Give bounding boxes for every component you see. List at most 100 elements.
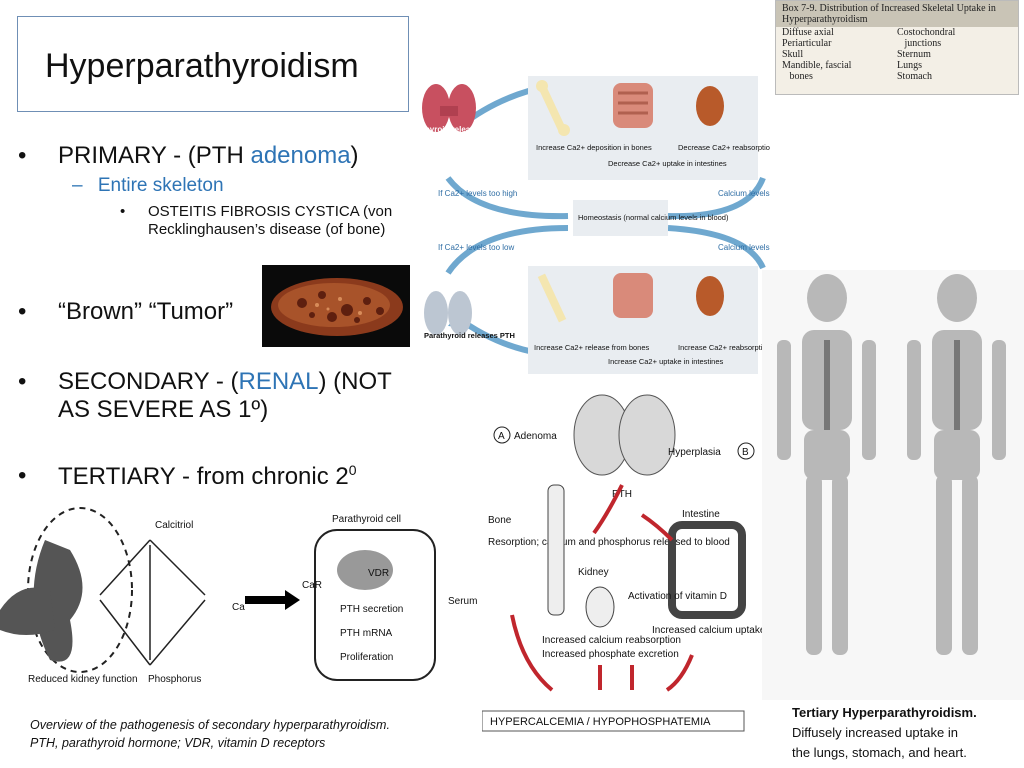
box-cell: Costochondral (897, 27, 956, 38)
activation-label: Activation of vitamin D (628, 591, 727, 602)
right-bottom-curve (667, 225, 766, 270)
serum-pth-label: Serum PTH (448, 596, 480, 607)
thyroid-icon (422, 84, 476, 132)
red-arrows (510, 484, 694, 692)
box-cell: Skull (782, 49, 804, 60)
pth-mrna-label: PTH mRNA (340, 628, 393, 639)
femur-icon (547, 484, 565, 616)
ca-label: Ca (232, 602, 245, 613)
bone-icon (537, 273, 567, 323)
box-cell: bones (782, 71, 813, 82)
label-a: A (498, 431, 505, 442)
if-low-label: If Ca2+ levels too low (438, 243, 514, 252)
thyroid-label: Thyroid releases CALCITONIN (420, 125, 535, 134)
box-row: Skull Sternum (776, 49, 1018, 60)
result-label: HYPERCALCEMIA / HYPOPHOSPHATEMIA (490, 716, 711, 728)
tertiary-caption-title: Tertiary Hyperparathyroidism. (792, 705, 977, 720)
parathyroid-label: Parathyroid releases PTH (424, 331, 515, 340)
box-row: bones Stomach (776, 71, 1018, 82)
pth-mechanism-diagram: A Adenoma PTH Hyperplasia B Bone Resorpt… (482, 385, 762, 735)
primary-close: ) (350, 142, 359, 169)
kidney-label: Kidney (578, 567, 609, 578)
tertiary-label: TERTIARY - from chronic 2 (58, 463, 349, 490)
dec-reab-label: Decrease Ca2+ reabsorption from urine (678, 143, 770, 152)
calcitriol-label: Calcitriol (155, 520, 193, 531)
secondary-text: SECONDARY - (RENAL) (NOT AS SEVERE AS 1º… (58, 368, 408, 424)
dash-marker: – (72, 175, 83, 196)
slide-title: Hyperparathyroidism (45, 47, 359, 85)
box-cell: Mandible, fascial (782, 60, 852, 71)
entire-skeleton: Entire skeleton (97, 175, 224, 196)
vdr-nucleus (337, 550, 393, 590)
sub-bullet-entire: – Entire skeleton (72, 175, 224, 197)
box-cell: Lungs (897, 60, 922, 71)
bullet-brown-dot: • (18, 298, 27, 325)
osteitis-text: OSTEITIS FIBROSIS CYSTICA (von Recklingh… (148, 203, 393, 238)
homeostasis-box (573, 200, 668, 236)
intestine-icon (613, 273, 653, 318)
bullet-tertiary-dot: • (18, 462, 27, 489)
bone-icon (536, 80, 570, 136)
phosphorus-label: Phosphorus (148, 674, 201, 685)
caption-line: Diffusely increased uptake in (792, 725, 958, 740)
kidney-icon (696, 276, 724, 316)
bone-label: Bone (488, 515, 512, 526)
primary-label: PRIMARY - (PTH (58, 142, 251, 169)
secondary-rest: ) (NOT AS SEVERE AS 1º) (58, 368, 392, 423)
left-bottom-curve (445, 225, 569, 275)
primary-text: PRIMARY - (PTH adenoma) (58, 142, 359, 170)
secondary-pathogenesis-diagram: Reduced kidney function Calcitriol Ca Ph… (0, 500, 480, 710)
secondary-renal: RENAL (238, 368, 319, 395)
box-cell: Diffuse axial (782, 27, 834, 38)
box-row: Diffuse axial Costochondral (776, 27, 1018, 38)
calcium-rise-label: Calcium levels rise (718, 243, 770, 252)
box-cell: Sternum (897, 49, 931, 60)
tertiary-text: TERTIARY - from chronic 20 (58, 462, 357, 491)
calcium-homeostasis-diagram: Thyroid releases CALCITONIN Increase Ca2… (418, 68, 770, 380)
tertiary-caption: Tertiary Hyperparathyroidism. Diffusely … (792, 703, 977, 763)
brown-tumor-image (262, 265, 410, 347)
car-label: CaR (302, 580, 322, 591)
primary-adenoma: adenoma (250, 142, 351, 169)
box-row: Periarticular junctions (776, 38, 1018, 49)
caption-line: PTH, parathyroid hormone; VDR, vitamin D… (30, 736, 326, 750)
box-cell: junctions (897, 38, 942, 49)
bone-scan-image (762, 270, 1024, 700)
homeostasis-label: Homeostasis (normal calcium levels in bl… (578, 213, 729, 222)
bullet-secondary-dot: • (18, 368, 27, 395)
if-high-label: If Ca2+ levels too high (438, 189, 517, 198)
caption-line: the lungs, stomach, and heart. (792, 745, 967, 760)
intestine-icon (668, 521, 746, 619)
parathyroid-cell-label: Parathyroid cell (332, 514, 401, 525)
intestine-label: Intestine (682, 509, 720, 520)
title-box: Hyperparathyroidism (17, 16, 409, 112)
intestine-icon (613, 83, 653, 128)
right-top-curve (667, 176, 766, 220)
bullet-dot: • (18, 142, 27, 169)
inc-release-label: Increase Ca2+ release from bones (534, 343, 650, 352)
proliferation-label: Proliferation (340, 652, 393, 663)
secondary-label: SECONDARY - ( (58, 368, 239, 395)
box-row: Mandible, fascial Lungs (776, 60, 1018, 71)
kidney-icon (696, 86, 724, 126)
inc-deposit-label: Increase Ca2+ deposition in bones (536, 143, 652, 152)
brown-tumor-text: “Brown” “Tumor” (58, 298, 234, 325)
box-header: Box 7-9. Distribution of Increased Skele… (776, 1, 1018, 27)
calcium-fall-label: Calcium levels fall (718, 189, 770, 198)
vdr-label: VDR (368, 568, 389, 579)
caption-line: Overview of the pathogenesis of secondar… (30, 718, 390, 732)
posterior-skeleton (907, 274, 1006, 655)
resorption-label: Resorption; calcium and phosphorus relea… (488, 537, 730, 548)
kidney-icon (585, 586, 615, 628)
tertiary-sup: 0 (348, 462, 357, 478)
adenoma-label: Adenoma (514, 431, 557, 442)
parathyroid-cell (314, 529, 436, 681)
inc-calcium-label: Increased calcium reabsorption (542, 635, 681, 646)
inc-reab-label: Increase Ca2+ reabsorption from urine (678, 343, 770, 352)
inc-uptake-label: Increase Ca2+ uptake in intestines (608, 357, 724, 366)
box-cell: Stomach (897, 71, 932, 82)
pth-label: PTH (612, 489, 632, 500)
pth-secretion-label: PTH secretion (340, 604, 403, 615)
dec-uptake-label: Decrease Ca2+ uptake in intestines (608, 159, 727, 168)
box-7-9-table: Box 7-9. Distribution of Increased Skele… (775, 0, 1019, 95)
